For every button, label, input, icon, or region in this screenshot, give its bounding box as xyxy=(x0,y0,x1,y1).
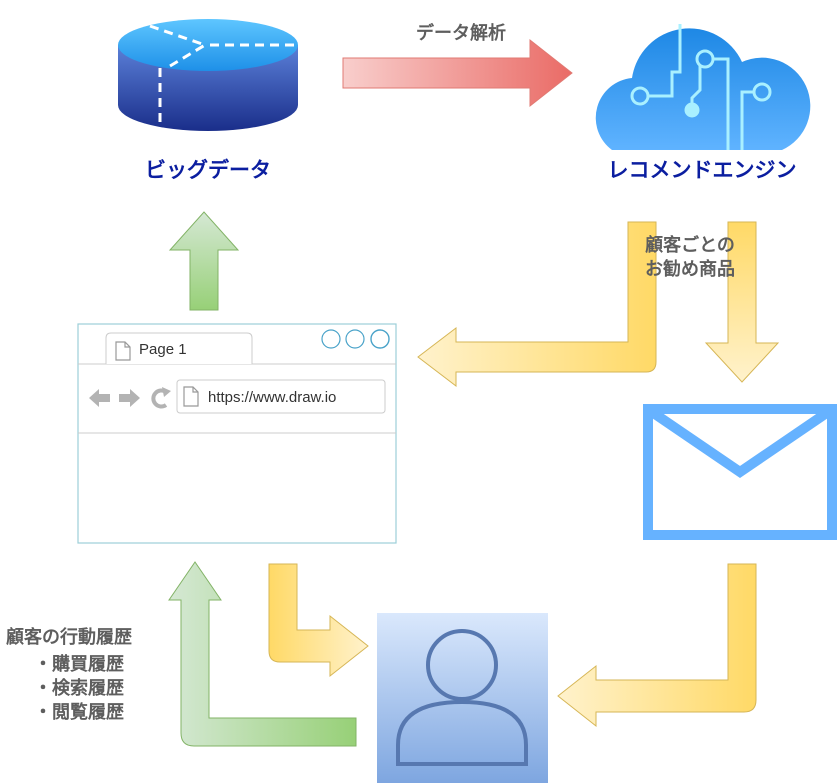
analysis-arrow xyxy=(342,38,573,108)
browser-window: Page 1 https://www.draw.io xyxy=(77,323,397,544)
back-arrow-icon[interactable] xyxy=(89,389,110,407)
recommendations-label-line2: お勧め商品 xyxy=(645,258,735,280)
mail-to-user-arrow xyxy=(557,563,757,728)
refresh-icon[interactable] xyxy=(151,388,168,409)
browser-tab-label: Page 1 xyxy=(139,341,187,358)
window-maximize-control[interactable] xyxy=(345,329,365,349)
cloud-ai-icon xyxy=(595,24,811,150)
window-close-control[interactable] xyxy=(370,329,390,349)
database-icon xyxy=(118,19,298,131)
user-icon xyxy=(377,613,548,783)
url-page-icon xyxy=(183,386,199,407)
refresh-arrowhead-icon xyxy=(162,387,171,397)
recommend-engine-label: レコメンドエンジン xyxy=(608,158,797,182)
behavior-note-item-3: ・閲覧履歴 xyxy=(34,701,124,723)
page-icon xyxy=(115,341,131,361)
forward-arrow-icon[interactable] xyxy=(119,389,140,407)
behavior-note-item-1: ・購買履歴 xyxy=(34,653,124,675)
user-to-browser-arrow xyxy=(168,561,357,747)
recommend-to-mail-arrow xyxy=(704,221,780,383)
mail-icon xyxy=(643,404,837,540)
url-text: https://www.draw.io xyxy=(208,389,336,406)
behavior-note-item-2: ・検索履歴 xyxy=(34,677,124,699)
behavior-note-title: 顧客の行動履歴 xyxy=(6,626,132,648)
collect-arrow xyxy=(168,211,240,311)
browse-to-user-arrow xyxy=(268,563,369,678)
browser-tab[interactable] xyxy=(105,332,253,364)
url-bar[interactable] xyxy=(176,379,386,414)
recommend-to-browser-arrow xyxy=(417,221,657,388)
recommendations-label-line1: 顧客ごとの xyxy=(645,234,735,256)
analysis-label: データ解析 xyxy=(416,22,506,44)
big-data-label: ビッグデータ xyxy=(145,158,271,182)
window-minimize-control[interactable] xyxy=(321,329,341,349)
